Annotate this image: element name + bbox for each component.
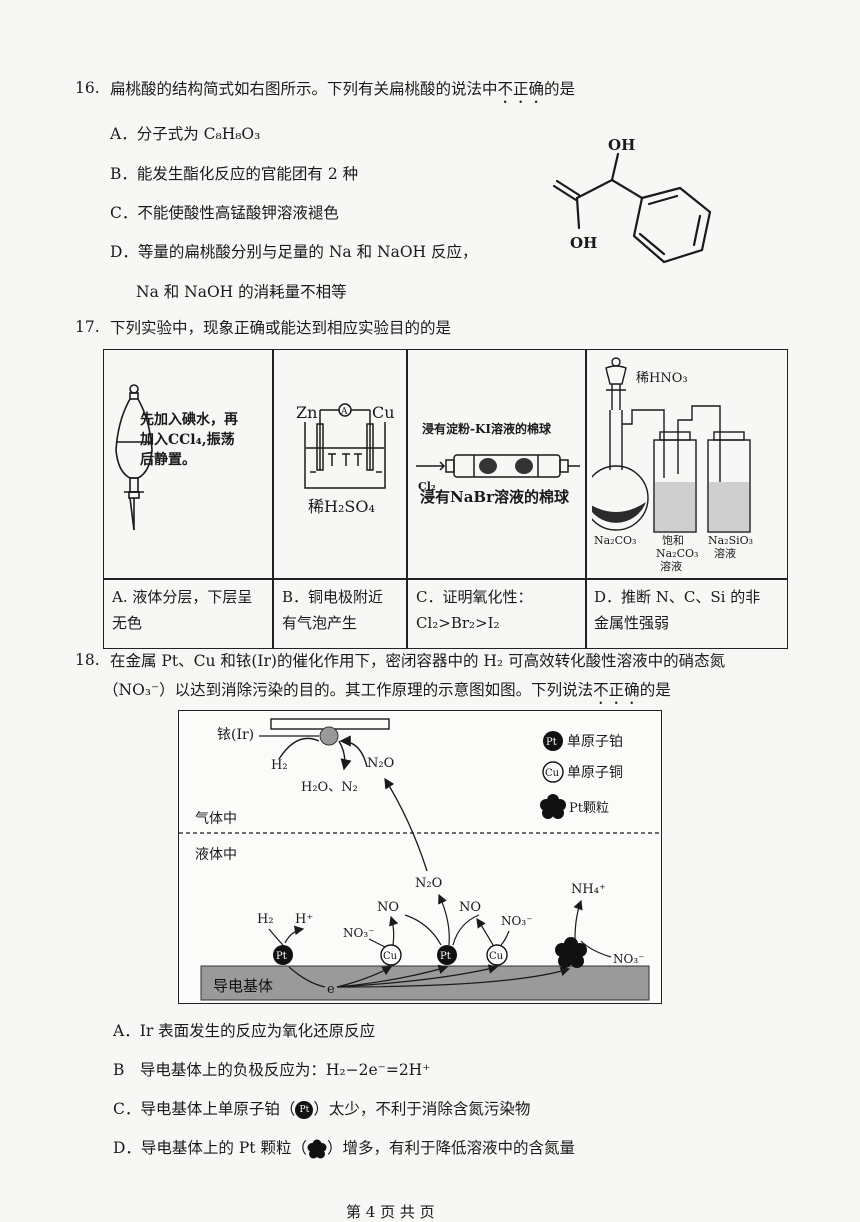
h2-gas-label: H₂ [271, 758, 288, 773]
legend-ptp-label: Pt颗粒 [569, 801, 609, 816]
sio3-label-2: 溶液 [714, 546, 736, 560]
hplus-label: H⁺ [295, 912, 313, 927]
pt-inline-icon: Pt [295, 1101, 314, 1119]
sio3-label-1: Na₂SiO₃ [708, 534, 753, 547]
cu-label: Cu [372, 403, 395, 422]
q17-answer-c: C．证明氧化性：Cl₂>Br₂>I₂ [416, 588, 533, 632]
q17-answer-b: B．铜电极附近有气泡产生 [282, 588, 384, 632]
q16-option-d-cont: Na 和 NaOH 的消耗量不相等 [136, 283, 347, 301]
q18-option-d: D．导电基体上的 Pt 颗粒（）增多，有利于降低溶液中的含氮量 [113, 1139, 575, 1159]
n2o-top-label: N₂O [367, 756, 394, 771]
q17-table: 先加入碘水，再 加入CCl₄,振荡 后静置。 A Zn Cu 稀H₂SO₄ 浸有… [103, 349, 788, 649]
h2o-n2-label: H₂O、N₂ [301, 780, 358, 795]
electron-label: e [327, 982, 335, 997]
cu-label-1: Cu [383, 951, 398, 962]
hno3-label: 稀HNO₃ [636, 371, 688, 386]
na2co3-flask-label: Na₂CO₃ [594, 534, 636, 547]
pt-particle-icon [555, 937, 587, 968]
q16-option-b: B．能发生酯化反应的官能团有 2 种 [110, 165, 359, 183]
acidity-apparatus-diagram: 稀HNO₃ Na₂CO₃ 饱和 Na₂CO₃ 溶液 Na₂SiO₃ 溶液 [592, 357, 753, 573]
ammeter-label: A [340, 407, 348, 417]
no3-label-1: NO₃⁻ [343, 926, 374, 940]
q16-option-c: C．不能使酸性高锰酸钾溶液褪色 [110, 204, 339, 222]
liquid-phase-label: 液体中 [195, 847, 237, 863]
q18-stem-line1: 在金属 Pt、Cu 和铱(Ir)的催化作用下，密闭容器中的 H₂ 可高效转化酸性… [110, 652, 726, 670]
ir-label: 铱(Ir) [217, 727, 254, 743]
pt-particle-inline-icon [307, 1139, 327, 1159]
q18-option-b: B 导电基体上的负极反应为：H₂−2e⁻=2H⁺ [113, 1061, 431, 1079]
no3-label-3: NO₃⁻ [613, 952, 644, 966]
q16-number: 16. [75, 79, 100, 97]
sat-label-2: Na₂CO₃ [656, 547, 698, 560]
sat-label-3: 溶液 [660, 559, 682, 573]
q17-answer-d: D．推断 N、C、Si 的非金属性强弱 [594, 588, 761, 632]
q18-option-a: A．Ir 表面发生的反应为氧化还原反应 [113, 1022, 376, 1040]
oh-bottom-label: OH [570, 234, 597, 252]
h2-liquid-label: H₂ [257, 912, 274, 927]
gas-phase-label: 气体中 [195, 811, 237, 827]
no-label-1: NO [377, 900, 399, 915]
oh-top-label: OH [608, 136, 635, 154]
sat-label-1: 饱和 [662, 533, 684, 547]
q18-diagram: 铱(Ir) H₂ H₂O、N₂ N₂O Pt 单原子铂 Cu 单原子铜 Pt颗粒… [178, 710, 662, 1004]
q18-option-c: C．导电基体上单原子铂（Pt）太少，不利于消除含氮污染物 [113, 1100, 531, 1119]
q18-number: 18. [75, 651, 100, 669]
zn-cu-cell-diagram: A Zn Cu 稀H₂SO₄ [296, 403, 395, 516]
cu-label-2: Cu [489, 951, 504, 962]
legend-pt-label: 单原子铂 [567, 734, 623, 750]
nh4-label: NH₄⁺ [571, 882, 606, 897]
zn-label: Zn [296, 403, 317, 422]
nitrate-removal-diagram: 铱(Ir) H₂ H₂O、N₂ N₂O Pt 单原子铂 Cu 单原子铜 Pt颗粒… [179, 718, 661, 1001]
glass-tube-diagram: Cl₂ [416, 454, 580, 493]
cell-a-note: 先加入碘水，再 加入CCl₄,振荡 后静置。 [140, 412, 238, 468]
q18-stem-line2: （NO₃⁻）以达到消除污染的目的。其工作原理的示意图如图。下列说法不正确的是 [103, 681, 671, 699]
no3-label-2: NO₃⁻ [501, 914, 532, 928]
cell-c-bottom-label: 浸有NaBr溶液的棉球 [420, 488, 570, 506]
page-footer: 第 4 页 共 页 [346, 1203, 435, 1221]
acid-label: 稀H₂SO₄ [308, 497, 375, 516]
pt-label-2: Pt [440, 951, 451, 962]
cell-c-top-label: 浸有淀粉-KI溶液的棉球 [422, 422, 552, 436]
pt-label-1: Pt [276, 951, 287, 962]
pt-particle-legend-icon [540, 794, 566, 819]
q16-stem: 扁桃酸的结构简式如右图所示。下列有关扁桃酸的说法中不正确的是 [110, 80, 576, 98]
substrate-label: 导电基体 [213, 977, 273, 995]
no-label-2: NO [459, 900, 481, 915]
separatory-funnel-icon [115, 384, 153, 531]
cl2-label: Cl₂ [418, 480, 436, 493]
mandelic-acid-structure: OH OH [552, 136, 712, 264]
svg-text:Pt: Pt [546, 737, 557, 748]
q17-stem: 下列实验中，现象正确或能达到相应实验目的的是 [110, 319, 452, 337]
n2o-mid-label: N₂O [415, 876, 442, 891]
q17-answer-a: A. 液体分层，下层呈无色 [112, 588, 253, 632]
q16-option-a: A．分子式为 C₈H₈O₃ [110, 125, 261, 143]
q17-number: 17. [75, 318, 100, 336]
q16-option-d: D．等量的扁桃酸分别与足量的 Na 和 NaOH 反应， [110, 243, 478, 261]
svg-text:Cu: Cu [545, 768, 560, 779]
legend-cu-label: 单原子铜 [567, 765, 623, 781]
